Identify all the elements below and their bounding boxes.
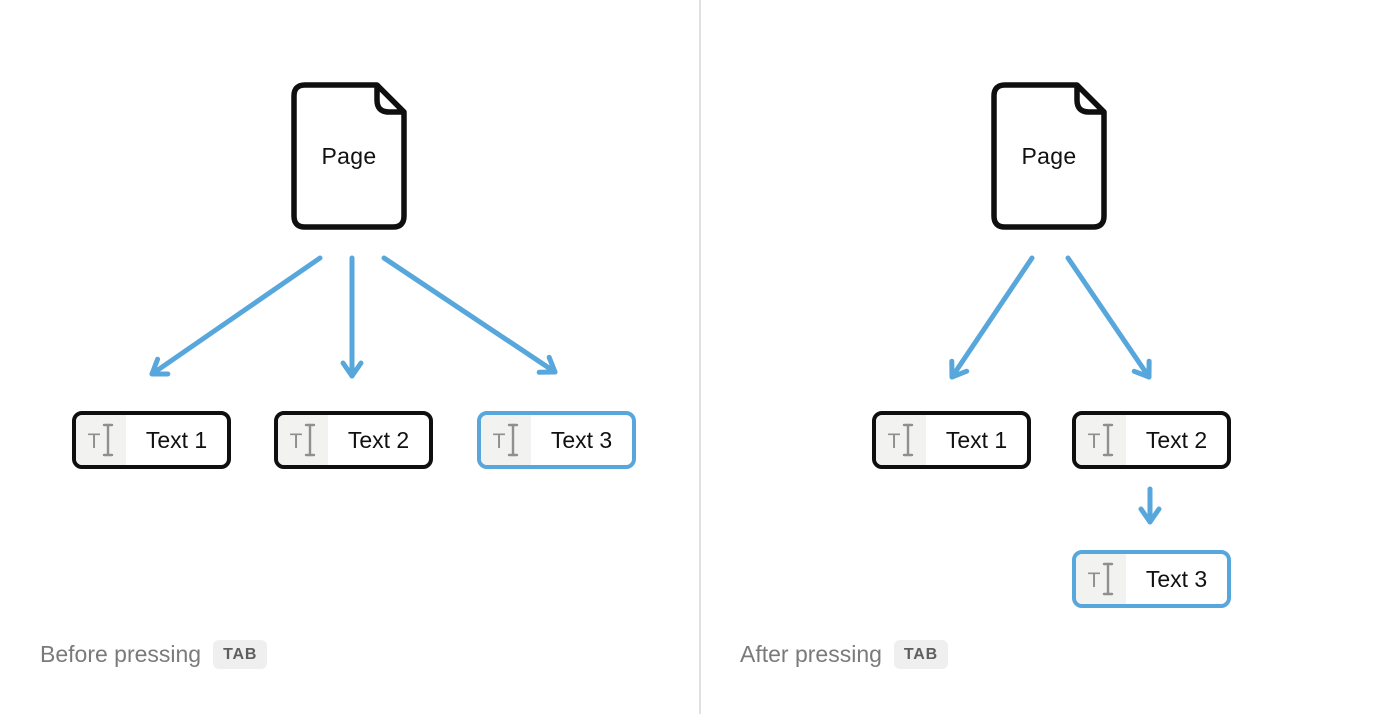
- text-block-label: Text 3: [550, 426, 613, 453]
- caption-text: Before pressing: [40, 641, 202, 667]
- text-block-3-selected: T Text 3: [477, 411, 636, 469]
- text-block-icon: T: [1076, 415, 1126, 465]
- tab-key-badge: TAB: [213, 640, 268, 669]
- text-icon-letter: T: [87, 429, 101, 453]
- arrow-page-to-text3: [381, 255, 558, 375]
- text-block-2: T Text 2: [1072, 411, 1231, 469]
- tab-key-badge: TAB: [893, 640, 949, 669]
- text-block-label: Text 3: [1145, 565, 1208, 592]
- page-node: Page: [991, 82, 1107, 230]
- text-block-3-selected-indented: T Text 3: [1072, 550, 1231, 608]
- page-label: Page: [1021, 142, 1077, 169]
- text-block-label: Text 2: [1145, 426, 1208, 453]
- panel-after-tab: Page T Text 1 T: [700, 0, 1400, 714]
- text-cursor-ibeam-icon: [903, 423, 914, 457]
- text-block-1: T Text 1: [872, 411, 1031, 469]
- caption-after: After pressing TAB: [740, 640, 949, 669]
- text-block-label: Text 1: [145, 426, 208, 453]
- text-icon-letter: T: [492, 429, 506, 453]
- text-icon-letter: T: [1087, 568, 1101, 592]
- text-icon-letter: T: [887, 429, 901, 453]
- text-cursor-ibeam-icon: [305, 423, 316, 457]
- text-cursor-ibeam-icon: [103, 423, 114, 457]
- text-block-icon: T: [278, 415, 328, 465]
- text-block-label: Text 1: [945, 426, 1008, 453]
- arrow-page-to-text2: [1065, 255, 1152, 380]
- text-block-icon: T: [76, 415, 126, 465]
- panel-before-tab: Page T Text 1 T: [40, 82, 636, 669]
- text-icon-letter: T: [289, 429, 303, 453]
- text-block-icon: T: [876, 415, 926, 465]
- caption-before: Before pressing TAB: [40, 640, 268, 669]
- arrow-page-to-text1: [149, 255, 323, 377]
- text-block-label: Text 2: [347, 426, 410, 453]
- text-cursor-ibeam-icon: [1103, 423, 1114, 457]
- arrow-page-to-text1: [949, 255, 1035, 380]
- text-block-1: T Text 1: [72, 411, 231, 469]
- text-cursor-ibeam-icon: [1103, 562, 1114, 596]
- page-document-icon: [991, 82, 1107, 230]
- text-block-icon: T: [1076, 554, 1126, 604]
- page-document-icon: [291, 82, 407, 230]
- page-node: Page: [291, 82, 407, 230]
- text-icon-letter: T: [1087, 429, 1101, 453]
- text-block-icon: T: [481, 415, 531, 465]
- panel-divider: [699, 0, 701, 714]
- page-label: Page: [321, 142, 377, 169]
- caption-text: After pressing: [740, 641, 882, 667]
- text-cursor-ibeam-icon: [508, 423, 519, 457]
- text-block-2: T Text 2: [274, 411, 433, 469]
